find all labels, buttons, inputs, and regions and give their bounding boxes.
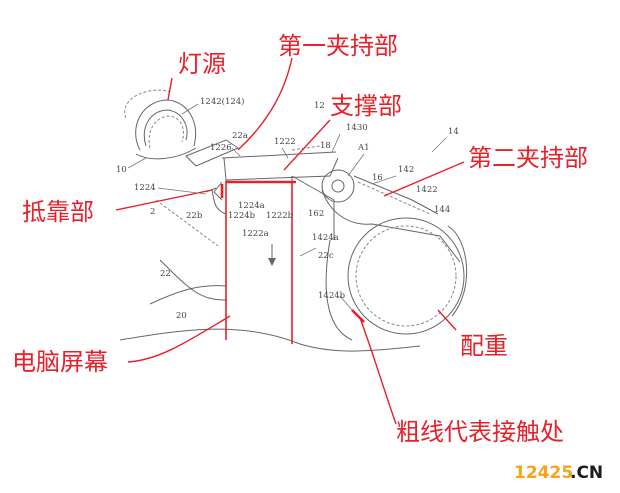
counterweight-circle <box>347 217 465 335</box>
annotation-leaders <box>115 57 465 425</box>
label-support: 支撑部 <box>330 92 402 120</box>
ref-144: 144 <box>434 205 450 215</box>
ref-leader-142 <box>371 175 397 185</box>
lamp-arc-dashed <box>124 89 171 119</box>
lamp-outer-arc <box>135 99 196 151</box>
ref-leader-1222 <box>281 147 289 159</box>
leader-first-clamp <box>237 57 293 151</box>
ref-1222a: 1222a <box>242 229 269 239</box>
counterweight-contact-thick <box>351 309 365 323</box>
second-clamp-dashed <box>357 181 431 215</box>
leader-abutting <box>115 189 213 211</box>
ref-2: 2 <box>150 207 155 217</box>
ref-22a: 22a <box>232 131 248 141</box>
screen-curve-2 <box>149 285 227 305</box>
leader-screen <box>127 315 231 363</box>
ref-leader-a1 <box>347 153 365 177</box>
counterweight-outer <box>447 225 468 317</box>
watermark-number: 12425 <box>514 463 573 483</box>
label-counterweight: 配重 <box>460 332 508 360</box>
lamp-neck <box>185 139 240 167</box>
ref-1226: 1226 <box>210 143 232 153</box>
label-contact-note: 粗线代表接触处 <box>396 418 564 446</box>
screen-bottom-curve <box>119 328 421 352</box>
ref-leader-1242 <box>181 103 199 115</box>
ref-leader-22c <box>299 247 317 257</box>
ref-1222: 1222 <box>274 137 296 147</box>
leader-second-clamp <box>383 161 465 197</box>
leader-contact <box>359 317 397 425</box>
ref-22: 22 <box>160 269 171 279</box>
screen-dashed-1 <box>155 199 219 247</box>
second-clamp-back <box>325 239 353 341</box>
ref-leader-14 <box>431 137 447 153</box>
ref-1224: 1224 <box>134 183 156 193</box>
ref-142: 142 <box>398 165 414 175</box>
label-screen: 电脑屏幕 <box>12 348 108 376</box>
watermark: 12425 .CN <box>514 463 603 483</box>
ref-1224a: 1224a <box>238 201 265 211</box>
ref-22c: 22c <box>318 251 334 261</box>
arrow-head <box>268 258 276 266</box>
label-abutting-part: 抵靠部 <box>22 198 94 226</box>
abutting-hook <box>211 189 227 215</box>
screen-curve-1 <box>159 259 227 301</box>
annotation-labels: 灯源 第一夹持部 支撑部 第二夹持部 抵靠部 电脑屏幕 配重 粗线代表接触处 <box>12 32 588 446</box>
ref-16: 16 <box>372 173 383 183</box>
lamp-inner-arc <box>143 109 188 147</box>
first-clamp-arm <box>213 181 223 201</box>
label-light-source: 灯源 <box>178 50 226 78</box>
ref-1430: 1430 <box>346 123 368 133</box>
leader-support <box>283 119 331 171</box>
ref-20: 20 <box>176 311 187 321</box>
ref-1224b: 1224b <box>228 211 256 221</box>
lamp-base-arc <box>135 147 197 160</box>
ref-1222b: 1222b <box>266 211 294 221</box>
screen-back-edge <box>291 175 335 240</box>
lamp-light-dashed <box>148 115 184 149</box>
second-clamp-upper-edge <box>353 175 439 215</box>
mechanical-drawing <box>119 89 468 352</box>
ref-18: 18 <box>320 141 331 151</box>
ref-1422: 1422 <box>416 185 438 195</box>
leader-counterweight <box>437 309 457 331</box>
second-clamp-lower-edge <box>321 189 461 263</box>
ref-14: 14 <box>448 127 459 137</box>
counterweight-inner-dashed <box>355 225 457 327</box>
ref-22b: 22b <box>186 211 203 221</box>
leader-light-source <box>167 77 173 101</box>
ref-leader-1424b <box>339 295 353 311</box>
reference-leaders <box>127 103 447 311</box>
ref-10: 10 <box>116 165 127 175</box>
ref-1242: 1242(124) <box>200 96 245 107</box>
ref-162: 162 <box>308 209 324 219</box>
ref-12: 12 <box>314 101 325 111</box>
label-first-clamp: 第一夹持部 <box>278 32 398 60</box>
ref-leader-1430 <box>331 133 341 153</box>
reference-numbers: 1242(124) 12 1430 14 22a 1222 1226 18 A1… <box>116 96 459 321</box>
contact-lines <box>220 180 365 344</box>
hinge-circle <box>321 169 355 203</box>
ref-leader-10 <box>127 157 147 169</box>
ref-leader-22a <box>231 147 241 157</box>
ref-1424b: 1424b <box>318 291 346 301</box>
ref-a1: A1 <box>357 143 370 153</box>
support-top-edge <box>221 151 337 159</box>
ref-1424a: 1424a <box>312 233 339 243</box>
label-second-clamp: 第二夹持部 <box>468 144 588 172</box>
hinge-pin <box>331 179 345 193</box>
support-arm <box>223 157 339 181</box>
ref-leader-1224 <box>157 187 207 195</box>
watermark-suffix: .CN <box>570 463 603 483</box>
